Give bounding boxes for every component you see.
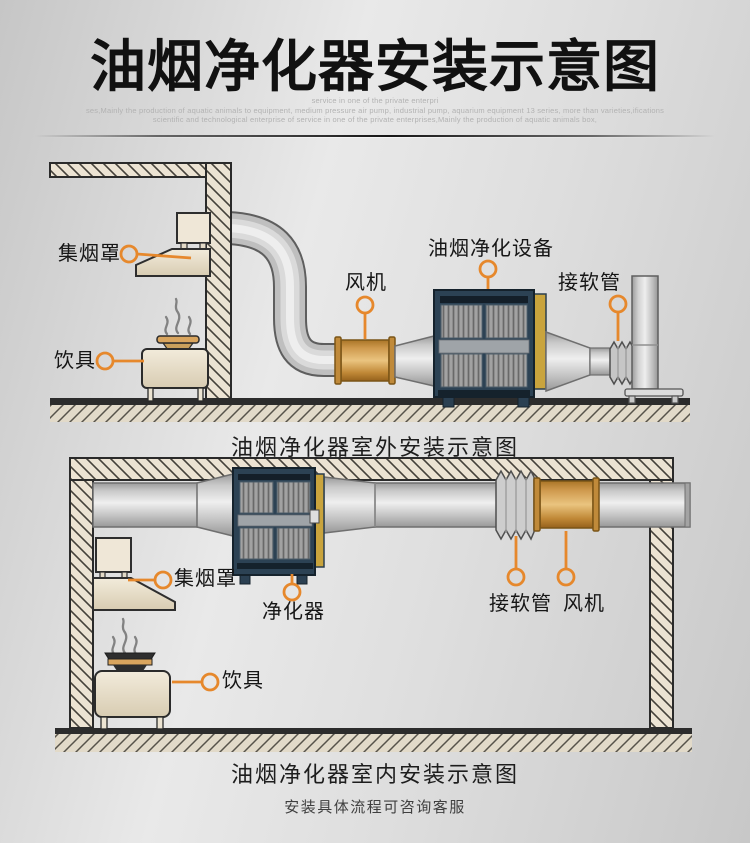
callout-circle-purifier: [282, 582, 302, 602]
indoor-duct: [92, 473, 691, 537]
steam-icon: [164, 297, 192, 336]
indoor-diagram: [55, 457, 692, 752]
outdoor-label-flex-hose: 接软管: [558, 272, 621, 294]
indoor-caption: 油烟净化器室内安装示意图: [230, 762, 519, 787]
indoor-label-purifier: 净化器: [262, 601, 325, 623]
header-subtitle: service in one of the private enterpri s…: [0, 96, 750, 125]
outdoor-hood: [135, 212, 211, 277]
callout-circle-cookware: [200, 672, 220, 692]
outdoor-label-fan: 风机: [345, 272, 387, 294]
indoor-label-fan: 风机: [563, 593, 605, 615]
indoor-left-wall: [69, 479, 94, 729]
outdoor-duct-stub: [589, 347, 613, 376]
indoor-label-flex-hose: 接软管: [489, 593, 552, 615]
indoor-hood: [92, 537, 176, 611]
outdoor-exhaust-pipe: [624, 275, 684, 404]
header-divider: [35, 135, 715, 138]
outdoor-label-cookware: 饮具: [54, 350, 96, 372]
outdoor-callouts: [95, 244, 628, 371]
outdoor-flex-hose: [609, 340, 635, 386]
callout-circle-purifier: [478, 259, 498, 279]
indoor-cookware: [94, 617, 171, 730]
callout-circle-flex: [608, 294, 628, 314]
outdoor-cookware: [141, 297, 209, 402]
footer-note: 安装具体流程可咨询客服: [284, 799, 466, 816]
outdoor-label-hood: 集烟罩: [58, 243, 121, 265]
outdoor-wall: [205, 162, 232, 400]
indoor-label-hood: 集烟罩: [174, 568, 237, 590]
page-title: 油烟净化器安装示意图: [90, 35, 660, 98]
callout-circle-fan: [556, 567, 576, 587]
outdoor-caption: 油烟净化器室外安装示意图: [230, 435, 519, 460]
outdoor-diagram: [49, 162, 690, 422]
indoor-fan: [533, 477, 600, 532]
subtitle-line-3: scientific and technological enterprise …: [152, 115, 598, 124]
callout-circle-flex: [506, 567, 526, 587]
callout-circle-hood: [153, 570, 173, 590]
indoor-purifier: [232, 467, 325, 585]
outdoor-fan: [334, 336, 396, 385]
callout-circle-fan: [355, 295, 375, 315]
callout-circle-cookware: [95, 351, 115, 371]
outdoor-duct-transition-out: [545, 330, 591, 393]
callout-circle-hood: [119, 244, 139, 264]
indoor-label-cookware: 饮具: [222, 670, 264, 692]
indoor-flex-hose: [495, 469, 535, 541]
steam-icon: [111, 617, 138, 656]
subtitle-line-1: service in one of the private enterpri: [311, 96, 439, 105]
indoor-callouts: [128, 531, 576, 692]
outdoor-label-purifier: 油烟净化设备: [428, 238, 554, 260]
subtitle-line-2: ses,Mainly the production of aquatic ani…: [85, 105, 665, 115]
outdoor-floor: [50, 398, 690, 422]
outdoor-duct-transition-in: [394, 335, 435, 387]
indoor-floor: [55, 728, 692, 752]
outdoor-ceiling-beam: [49, 162, 232, 178]
outdoor-purifier: [433, 289, 547, 408]
purifier-latch: [309, 509, 320, 524]
outdoor-curved-duct: [226, 211, 340, 377]
